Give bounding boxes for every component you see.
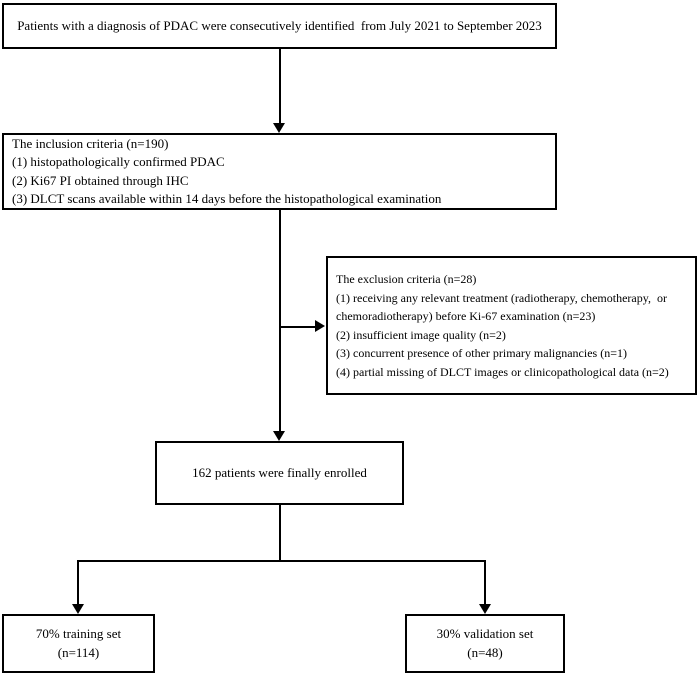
exclusion-criterion-3: (3) concurrent presence of other primary… bbox=[336, 346, 627, 360]
box-exclusion-criteria: The exclusion criteria (n=28) (1) receiv… bbox=[326, 256, 697, 395]
arrowhead-right-exclusion bbox=[315, 320, 325, 332]
exclusion-criterion-2: (2) insufficient image quality (n=2) bbox=[336, 327, 506, 342]
validation-set-label: 30% validation set bbox=[436, 626, 534, 641]
box-training-set: 70% training set (n=114) bbox=[2, 614, 155, 673]
training-set-label: 70% training set bbox=[35, 626, 122, 641]
inclusion-criterion-1: (1) histopathologically confirmed PDAC bbox=[12, 154, 225, 169]
exclusion-criterion-4: (4) partial missing of DLCT images or cl… bbox=[336, 364, 669, 379]
connector-down-training bbox=[77, 560, 79, 605]
connector-inclusion-to-enrolled bbox=[279, 210, 281, 433]
exclusion-criterion-1: (1) receiving any relevant treatment (ra… bbox=[336, 290, 667, 305]
box-patients-identified: Patients with a diagnosis of PDAC were c… bbox=[2, 3, 557, 49]
inclusion-criterion-2: (2) Ki67 PI obtained through IHC bbox=[12, 172, 189, 188]
arrowhead-down-training bbox=[72, 604, 84, 614]
exclusion-criteria-title: The exclusion criteria (n=28) bbox=[336, 272, 477, 286]
inclusion-criterion-3: (3) DLCT scans available within 14 days … bbox=[12, 191, 442, 206]
arrowhead-down-inclusion bbox=[273, 123, 285, 133]
exclusion-criterion-1-cont: chemoradiotherapy) before Ki-67 examinat… bbox=[336, 309, 596, 323]
box-validation-set: 30% validation set (n=48) bbox=[405, 614, 565, 673]
training-set-count: (n=114) bbox=[57, 644, 100, 660]
arrowhead-down-validation bbox=[479, 604, 491, 614]
box-inclusion-criteria: The inclusion criteria (n=190) (1) histo… bbox=[2, 133, 557, 210]
connector-down-validation bbox=[484, 560, 486, 605]
connector-branch-to-exclusion bbox=[280, 326, 316, 328]
connector-top-to-inclusion bbox=[279, 49, 281, 125]
patients-identified-text: Patients with a diagnosis of PDAC were c… bbox=[17, 17, 542, 33]
validation-set-count: (n=48) bbox=[467, 644, 503, 660]
enrolled-text: 162 patients were finally enrolled bbox=[192, 464, 367, 480]
connector-enrolled-down bbox=[279, 505, 281, 562]
box-enrolled: 162 patients were finally enrolled bbox=[155, 441, 404, 505]
arrowhead-down-enrolled bbox=[273, 431, 285, 441]
connector-split-horizontal bbox=[77, 560, 486, 562]
inclusion-criteria-title: The inclusion criteria (n=190) bbox=[12, 135, 169, 151]
